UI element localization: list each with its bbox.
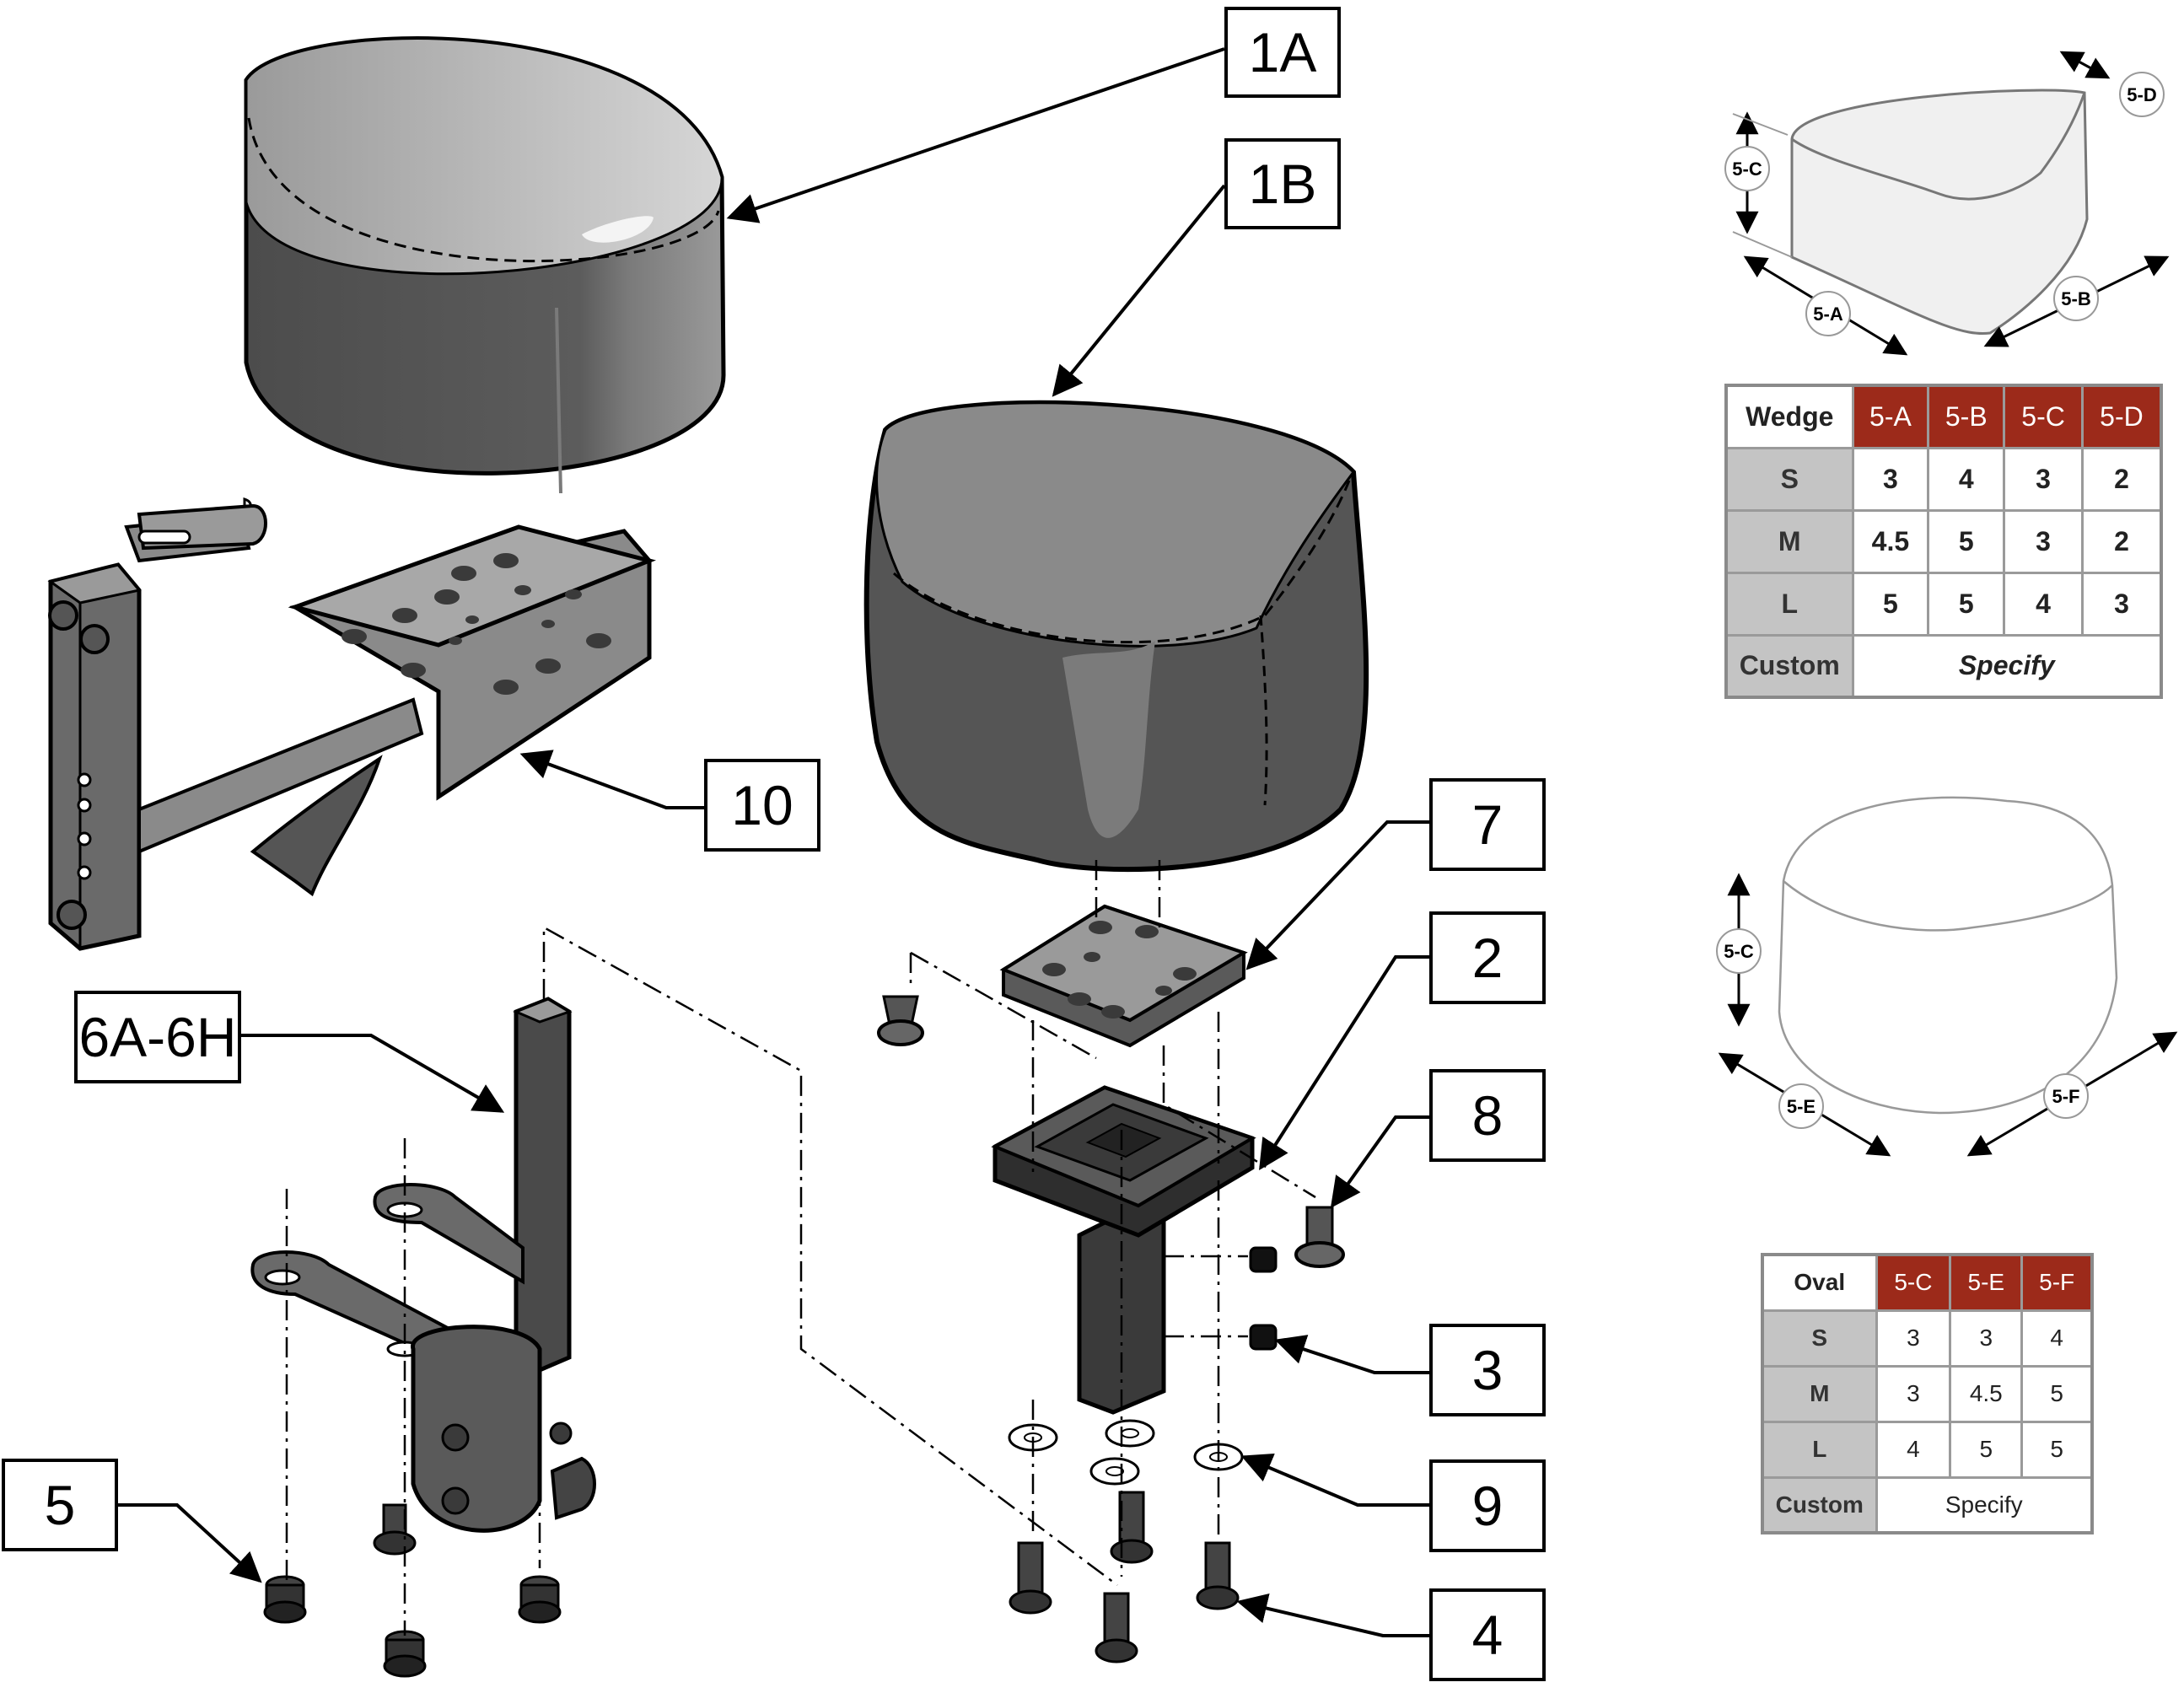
mounting-plate-7 [999,904,1248,1048]
col-header: 5-B [1927,384,2006,449]
table-row: S 3 3 4 [1761,1309,2094,1368]
callout-3: 3 [1429,1324,1546,1416]
row-label: Custom [1761,1475,1878,1534]
callout-4: 4 [1429,1588,1546,1681]
svg-text:5-C: 5-C [1732,159,1762,180]
dim-badge-5D: 5-D [2119,72,2165,117]
table-header-row: Oval 5-C 5-E 5-F [1761,1253,2094,1312]
table-cell: 5 [1927,508,2006,574]
dim-badge-5B: 5-B [2053,276,2099,321]
row-label: M [1724,508,1854,574]
table-cell: 3 [1949,1309,2024,1368]
callout-7: 7 [1429,778,1546,871]
svg-text:5-E: 5-E [1787,1096,1816,1117]
row-label: L [1724,571,1854,637]
row-label: S [1761,1309,1878,1368]
callout-6A-6H: 6A-6H [74,991,241,1083]
table-cell: 4 [1927,446,2006,512]
table-cell: 5 [2020,1364,2094,1423]
table-row: L 4 5 5 [1761,1420,2094,1479]
table-cell: 2 [2080,446,2163,512]
custom-specify-cell: Specify [1875,1475,2094,1534]
col-header: 5-C [2003,384,2084,449]
table-cell: 4.5 [1851,508,1930,574]
table-cell: 3 [1851,446,1930,512]
table-cell: 4.5 [1949,1364,2024,1423]
wedge-headrest-pad-1B [863,400,1369,873]
callout-1A: 1A [1224,7,1341,98]
table-cell: 5 [1927,571,2006,637]
washers-9 [1008,1419,1244,1486]
table-row-custom: Custom Specify [1761,1475,2094,1534]
row-label: Custom [1724,633,1854,699]
dim-badge-5A: 5-A [1805,291,1851,336]
col-header: 5-D [2080,384,2163,449]
svg-text:5-B: 5-B [2061,288,2090,309]
callout-10: 10 [704,759,820,852]
mounting-bracket-10 [47,497,657,951]
bolts-5 [263,1503,562,1678]
svg-text:5-D: 5-D [2127,84,2156,105]
dim-badge-5E: 5-E [1778,1083,1824,1129]
headrest-post-6A-6H [250,997,596,1533]
col-header: 5-F [2020,1253,2094,1312]
oval-size-table: Oval 5-C 5-E 5-F S 3 3 4 M 3 4.5 5 L 4 5… [1761,1253,2094,1534]
table-header-row: Wedge 5-A 5-B 5-C 5-D [1724,384,2163,449]
callout-leaders [118,47,1429,1637]
screws-8 [877,995,1345,1268]
callout-1B: 1B [1224,138,1341,229]
table-cell: 3 [1875,1364,1952,1423]
callout-5: 5 [2,1459,118,1551]
table-cell: 5 [1851,571,1930,637]
table-cell: 3 [2080,571,2163,637]
wedge-dimension-drawing: 5-A 5-B 5-C 5-D [1724,51,2170,356]
row-label: L [1761,1420,1878,1479]
oval-headrest-pad-1A [244,35,726,494]
table-cell: 3 [2003,446,2084,512]
table-cell: 4 [2003,571,2084,637]
table-corner-label: Wedge [1724,384,1854,449]
wedge-size-table: Wedge 5-A 5-B 5-C 5-D S 3 4 3 2 M 4.5 5 … [1724,384,2163,699]
dim-badge-5C-oval: 5-C [1716,928,1762,974]
table-cell: 5 [2020,1420,2094,1479]
dim-badge-5F: 5-F [2043,1073,2089,1119]
svg-text:5-F: 5-F [2052,1086,2080,1107]
col-header: 5-A [1851,384,1930,449]
table-cell: 4 [1875,1420,1952,1479]
table-cell: 4 [2020,1309,2094,1368]
col-header: 5-E [1949,1253,2024,1312]
svg-text:5-A: 5-A [1813,304,1843,325]
receiver-2 [991,1085,1256,1415]
bolts-4 [1009,1491,1240,1663]
table-cell: 3 [2003,508,2084,574]
oval-dimension-drawing: 5-C 5-E 5-F [1716,796,2178,1157]
custom-specify-cell: Specify [1851,633,2163,699]
callout-2: 2 [1429,911,1546,1004]
col-header: 5-C [1875,1253,1952,1312]
row-label: M [1761,1364,1878,1423]
set-screws-3 [1249,1246,1278,1351]
assembly-centerlines [285,860,1316,1636]
table-row-custom: Custom Specify [1724,633,2163,699]
table-cell: 2 [2080,508,2163,574]
dim-badge-5C: 5-C [1724,146,1770,191]
table-row: M 3 4.5 5 [1761,1364,2094,1423]
table-cell: 5 [1949,1420,2024,1479]
table-cell: 3 [1875,1309,1952,1368]
callout-9: 9 [1429,1459,1546,1552]
table-row: L 5 5 4 3 [1724,571,2163,637]
table-corner-label: Oval [1761,1253,1878,1312]
table-row: M 4.5 5 3 2 [1724,508,2163,574]
table-row: S 3 4 3 2 [1724,446,2163,512]
svg-text:5-C: 5-C [1724,941,1754,962]
row-label: S [1724,446,1854,512]
callout-8: 8 [1429,1069,1546,1162]
